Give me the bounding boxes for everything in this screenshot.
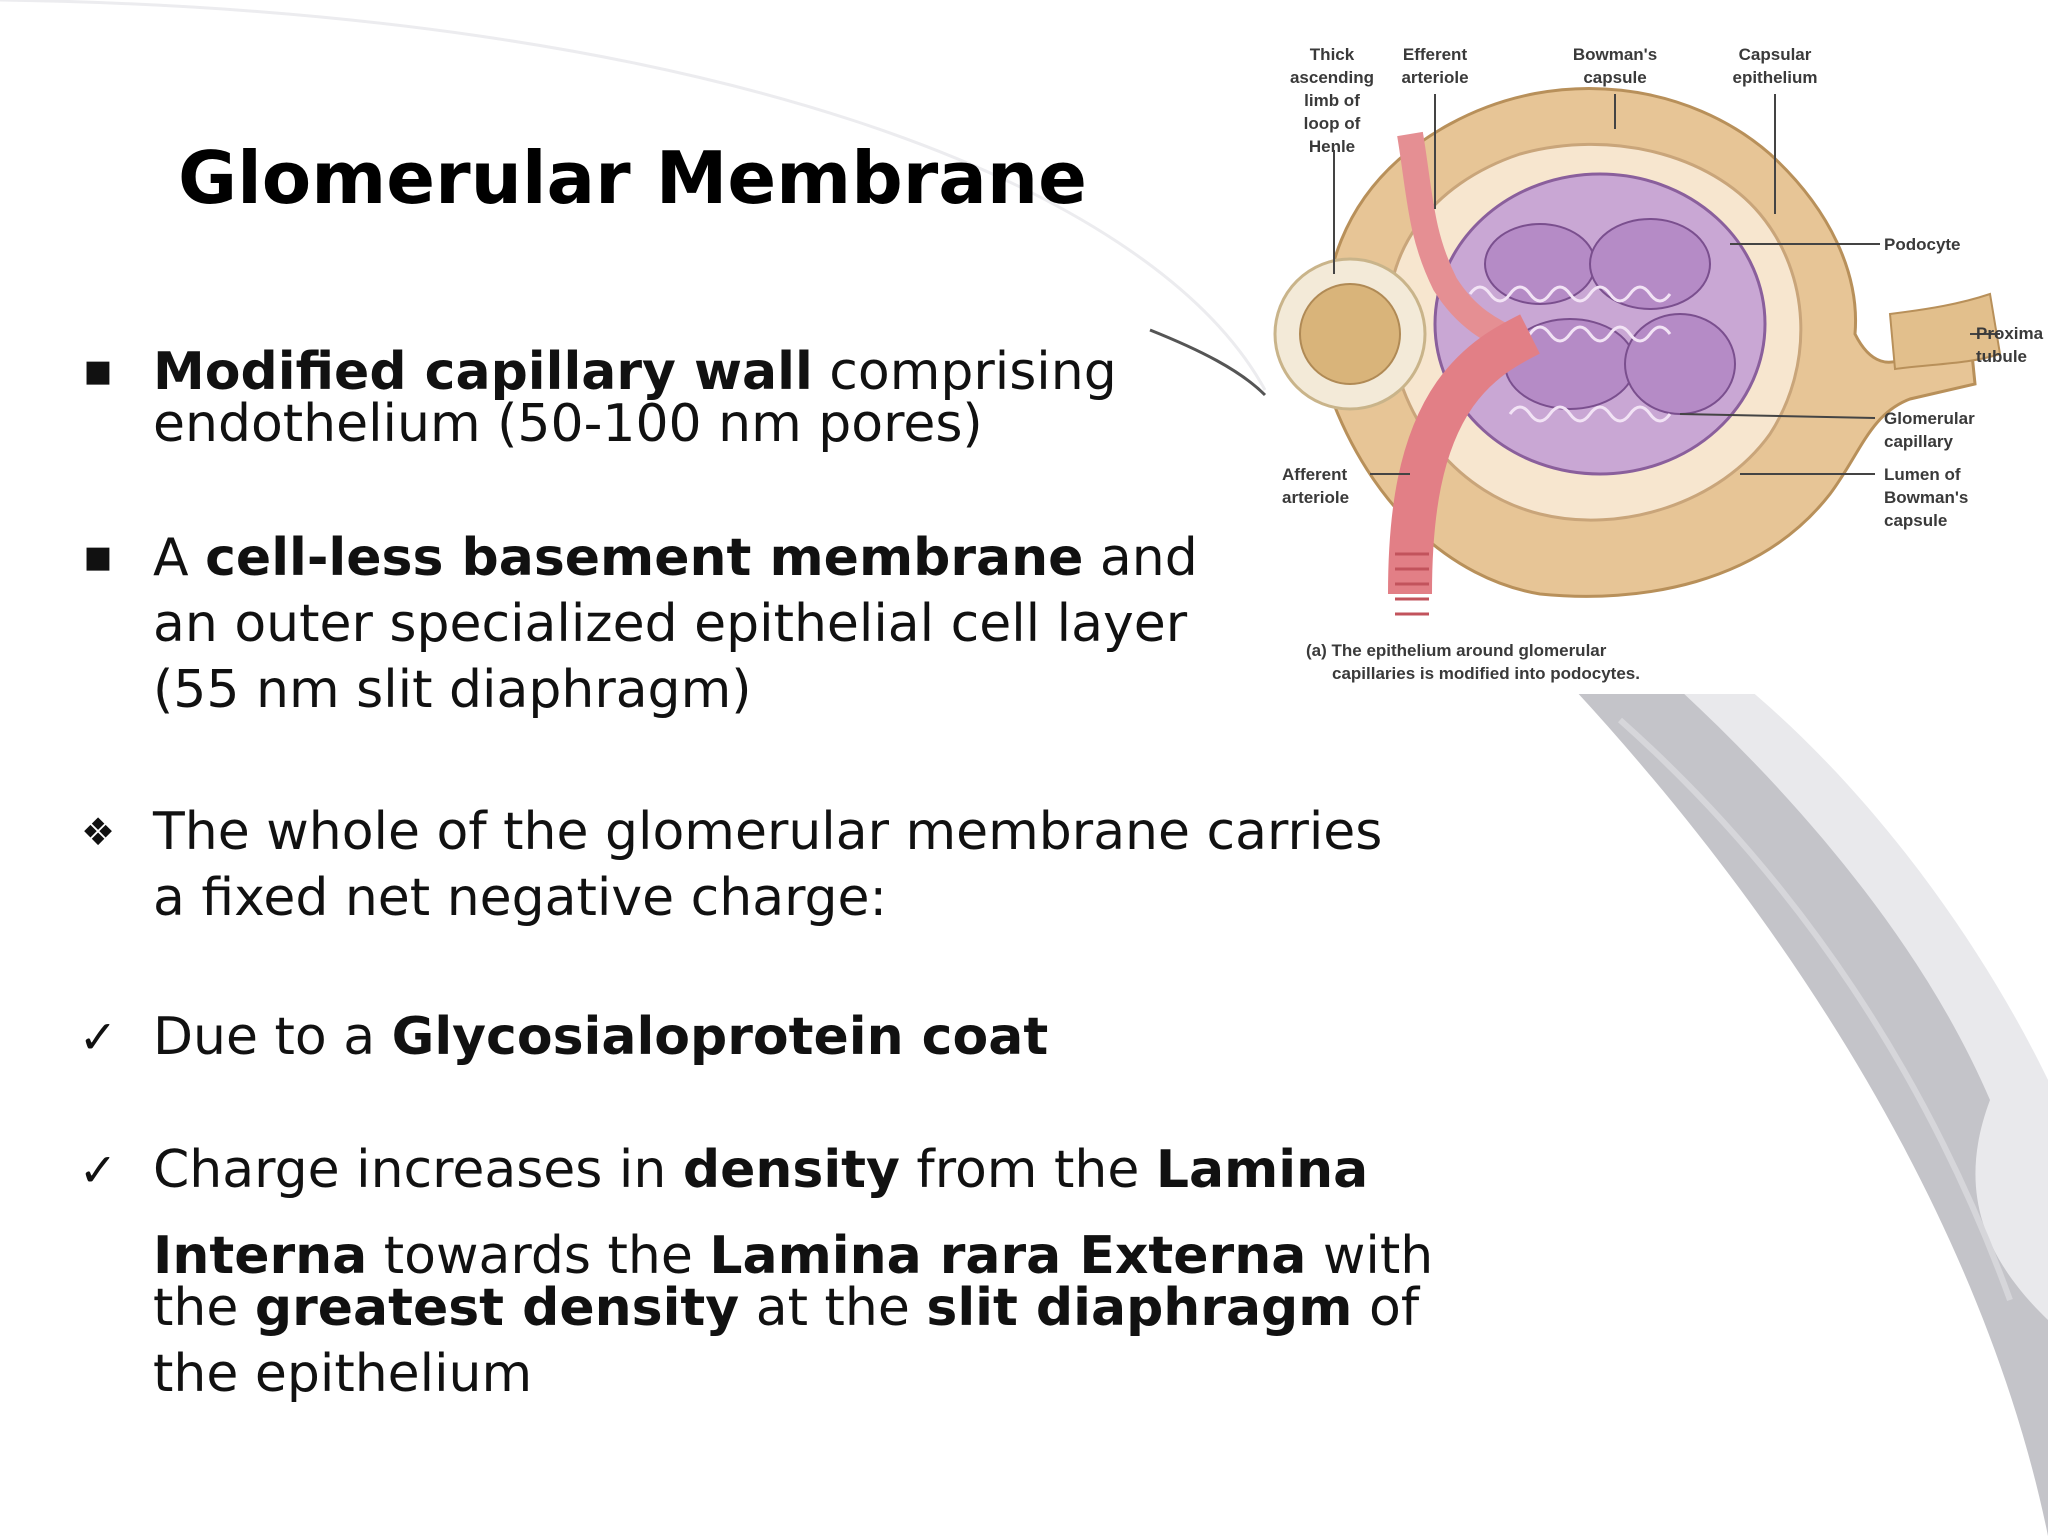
- bullet-line: A cell-less basement membrane and: [153, 525, 1198, 591]
- label-lumen-bowmans-capsule: Lumen of Bowman's capsule: [1884, 465, 1968, 530]
- svg-text:Bowman's: Bowman's: [1884, 488, 1968, 507]
- svg-text:Efferent: Efferent: [1403, 45, 1468, 64]
- svg-text:Glomerular: Glomerular: [1884, 409, 1975, 428]
- svg-text:Lumen of: Lumen of: [1884, 465, 1961, 484]
- square-bullet-icon: ■: [83, 354, 113, 389]
- svg-text:Proxima: Proxima: [1976, 324, 2044, 343]
- renal-corpuscle-illustration: Thick ascending limb of loop of Henle Ef…: [1273, 45, 2044, 683]
- bullet-line: the epithelium: [153, 1341, 1433, 1407]
- afferent-arteriole-shape: [1388, 314, 1540, 595]
- renal-corpuscle-figure: Thick ascending limb of loop of Henle Ef…: [1270, 34, 2048, 694]
- text-run: The whole of the glomerular membrane car…: [153, 802, 1383, 862]
- bold-phrase: greatest density: [254, 1278, 740, 1338]
- proximal-tubule-shape: [1888, 292, 2002, 371]
- svg-text:arteriole: arteriole: [1282, 488, 1349, 507]
- svg-text:arteriole: arteriole: [1401, 68, 1468, 87]
- text-run: from the: [899, 1140, 1156, 1200]
- svg-text:capsule: capsule: [1884, 511, 1947, 530]
- svg-text:Podocyte: Podocyte: [1884, 235, 1961, 254]
- text-run: the: [153, 1278, 255, 1338]
- glomerulus-shape: [1433, 172, 1767, 476]
- bold-phrase: cell-less basement membrane: [205, 528, 1084, 588]
- label-podocyte: Podocyte: [1884, 235, 1961, 254]
- bullet-text: A cell-less basement membrane and an out…: [153, 525, 1198, 723]
- bold-phrase: Glycosialoprotein coat: [391, 1007, 1049, 1067]
- bullet-line: a fixed net negative charge:: [153, 865, 1382, 931]
- leader-lines: [1333, 94, 2000, 475]
- text-run: Charge increases in: [153, 1140, 683, 1200]
- text-run: and: [1083, 528, 1198, 588]
- svg-text:Thick: Thick: [1310, 45, 1355, 64]
- figure-caption: (a) The epithelium around glomerular cap…: [1306, 641, 1640, 683]
- text-run: a fixed net negative charge:: [153, 868, 888, 928]
- bullet-text: Due to a Glycosialoprotein coat: [153, 1004, 1048, 1070]
- svg-text:Henle: Henle: [1309, 137, 1355, 156]
- bullet-line: (55 nm slit diaphragm): [153, 657, 1198, 723]
- text-run: at the: [739, 1278, 927, 1338]
- svg-text:limb of: limb of: [1304, 91, 1360, 110]
- bullet-line: the greatest density at the slit diaphra…: [153, 1275, 1433, 1341]
- bold-phrase: Lamina: [1155, 1140, 1369, 1200]
- svg-text:epithelium: epithelium: [1732, 68, 1817, 87]
- bullet-line: Interna towards the Lamina rara Externa …: [153, 1223, 1433, 1289]
- text-run: the epithelium: [153, 1344, 533, 1404]
- text-run: comprising: [812, 342, 1117, 402]
- svg-text:tubule: tubule: [1976, 347, 2027, 366]
- text-run: of: [1352, 1278, 1420, 1338]
- bullet-line: an outer specialized epithelial cell lay…: [153, 591, 1198, 657]
- text-run: with: [1306, 1226, 1434, 1286]
- bullet-text: The whole of the glomerular membrane car…: [153, 799, 1382, 931]
- thick-ascending-limb-shape: [1273, 257, 1427, 411]
- bullet-line: Modified capillary wall comprising: [153, 339, 1117, 405]
- bullet-text: Charge increases in density from the Lam…: [153, 1137, 1433, 1407]
- text-run: towards the: [367, 1226, 710, 1286]
- svg-text:capillary: capillary: [1884, 432, 1954, 451]
- bold-phrase: Lamina rara Externa: [709, 1226, 1307, 1286]
- svg-text:capsule: capsule: [1583, 68, 1646, 87]
- label-glomerular-capillary: Glomerular capillary: [1884, 409, 1975, 451]
- checkmark-icon: ✓: [78, 1010, 118, 1064]
- slide-title: Glomerular Membrane: [178, 136, 1087, 220]
- checkmark-icon: ✓: [78, 1143, 118, 1197]
- label-bowmans-capsule: Bowman's capsule: [1573, 45, 1657, 87]
- bold-phrase: Interna: [153, 1226, 368, 1286]
- afferent-arteriole-rings: [1395, 552, 1429, 616]
- svg-text:(a) The epithelium around glom: (a) The epithelium around glomerular: [1306, 641, 1607, 660]
- label-afferent-arteriole: Afferent arteriole: [1282, 465, 1349, 507]
- label-efferent-arteriole: Efferent arteriole: [1401, 45, 1468, 87]
- svg-text:Bowman's: Bowman's: [1573, 45, 1657, 64]
- svg-text:Afferent: Afferent: [1282, 465, 1348, 484]
- text-run: Due to a: [153, 1007, 392, 1067]
- svg-text:capillaries is modified into p: capillaries is modified into podocytes.: [1332, 664, 1640, 683]
- bullet-line: Charge increases in density from the Lam…: [153, 1137, 1433, 1203]
- text-run: A: [153, 528, 206, 588]
- text-run: an outer specialized epithelial cell lay…: [153, 594, 1188, 654]
- svg-text:Capsular: Capsular: [1739, 45, 1812, 64]
- bullet-line: endothelium (50-100 nm pores): [153, 391, 1117, 457]
- diamond-bullet-icon: ❖: [80, 810, 116, 854]
- square-bullet-icon: ■: [83, 540, 113, 575]
- svg-text:ascending: ascending: [1290, 68, 1374, 87]
- label-capsular-epithelium: Capsular epithelium: [1732, 45, 1817, 87]
- label-thick-ascending-limb: Thick ascending limb of loop of Henle: [1290, 45, 1374, 156]
- bold-phrase: density: [682, 1140, 900, 1200]
- label-proximal-tubule: Proxima tubule: [1976, 324, 2044, 366]
- bold-phrase: Modified capillary wall: [153, 342, 813, 402]
- bullet-line: The whole of the glomerular membrane car…: [153, 799, 1382, 865]
- bullet-text: Modified capillary wall comprising endot…: [153, 339, 1117, 457]
- text-run: endothelium (50-100 nm pores): [153, 394, 983, 454]
- svg-text:loop of: loop of: [1304, 114, 1361, 133]
- text-run: (55 nm slit diaphragm): [153, 660, 752, 720]
- bold-phrase: slit diaphragm: [926, 1278, 1353, 1338]
- bullet-line: Due to a Glycosialoprotein coat: [153, 1004, 1048, 1070]
